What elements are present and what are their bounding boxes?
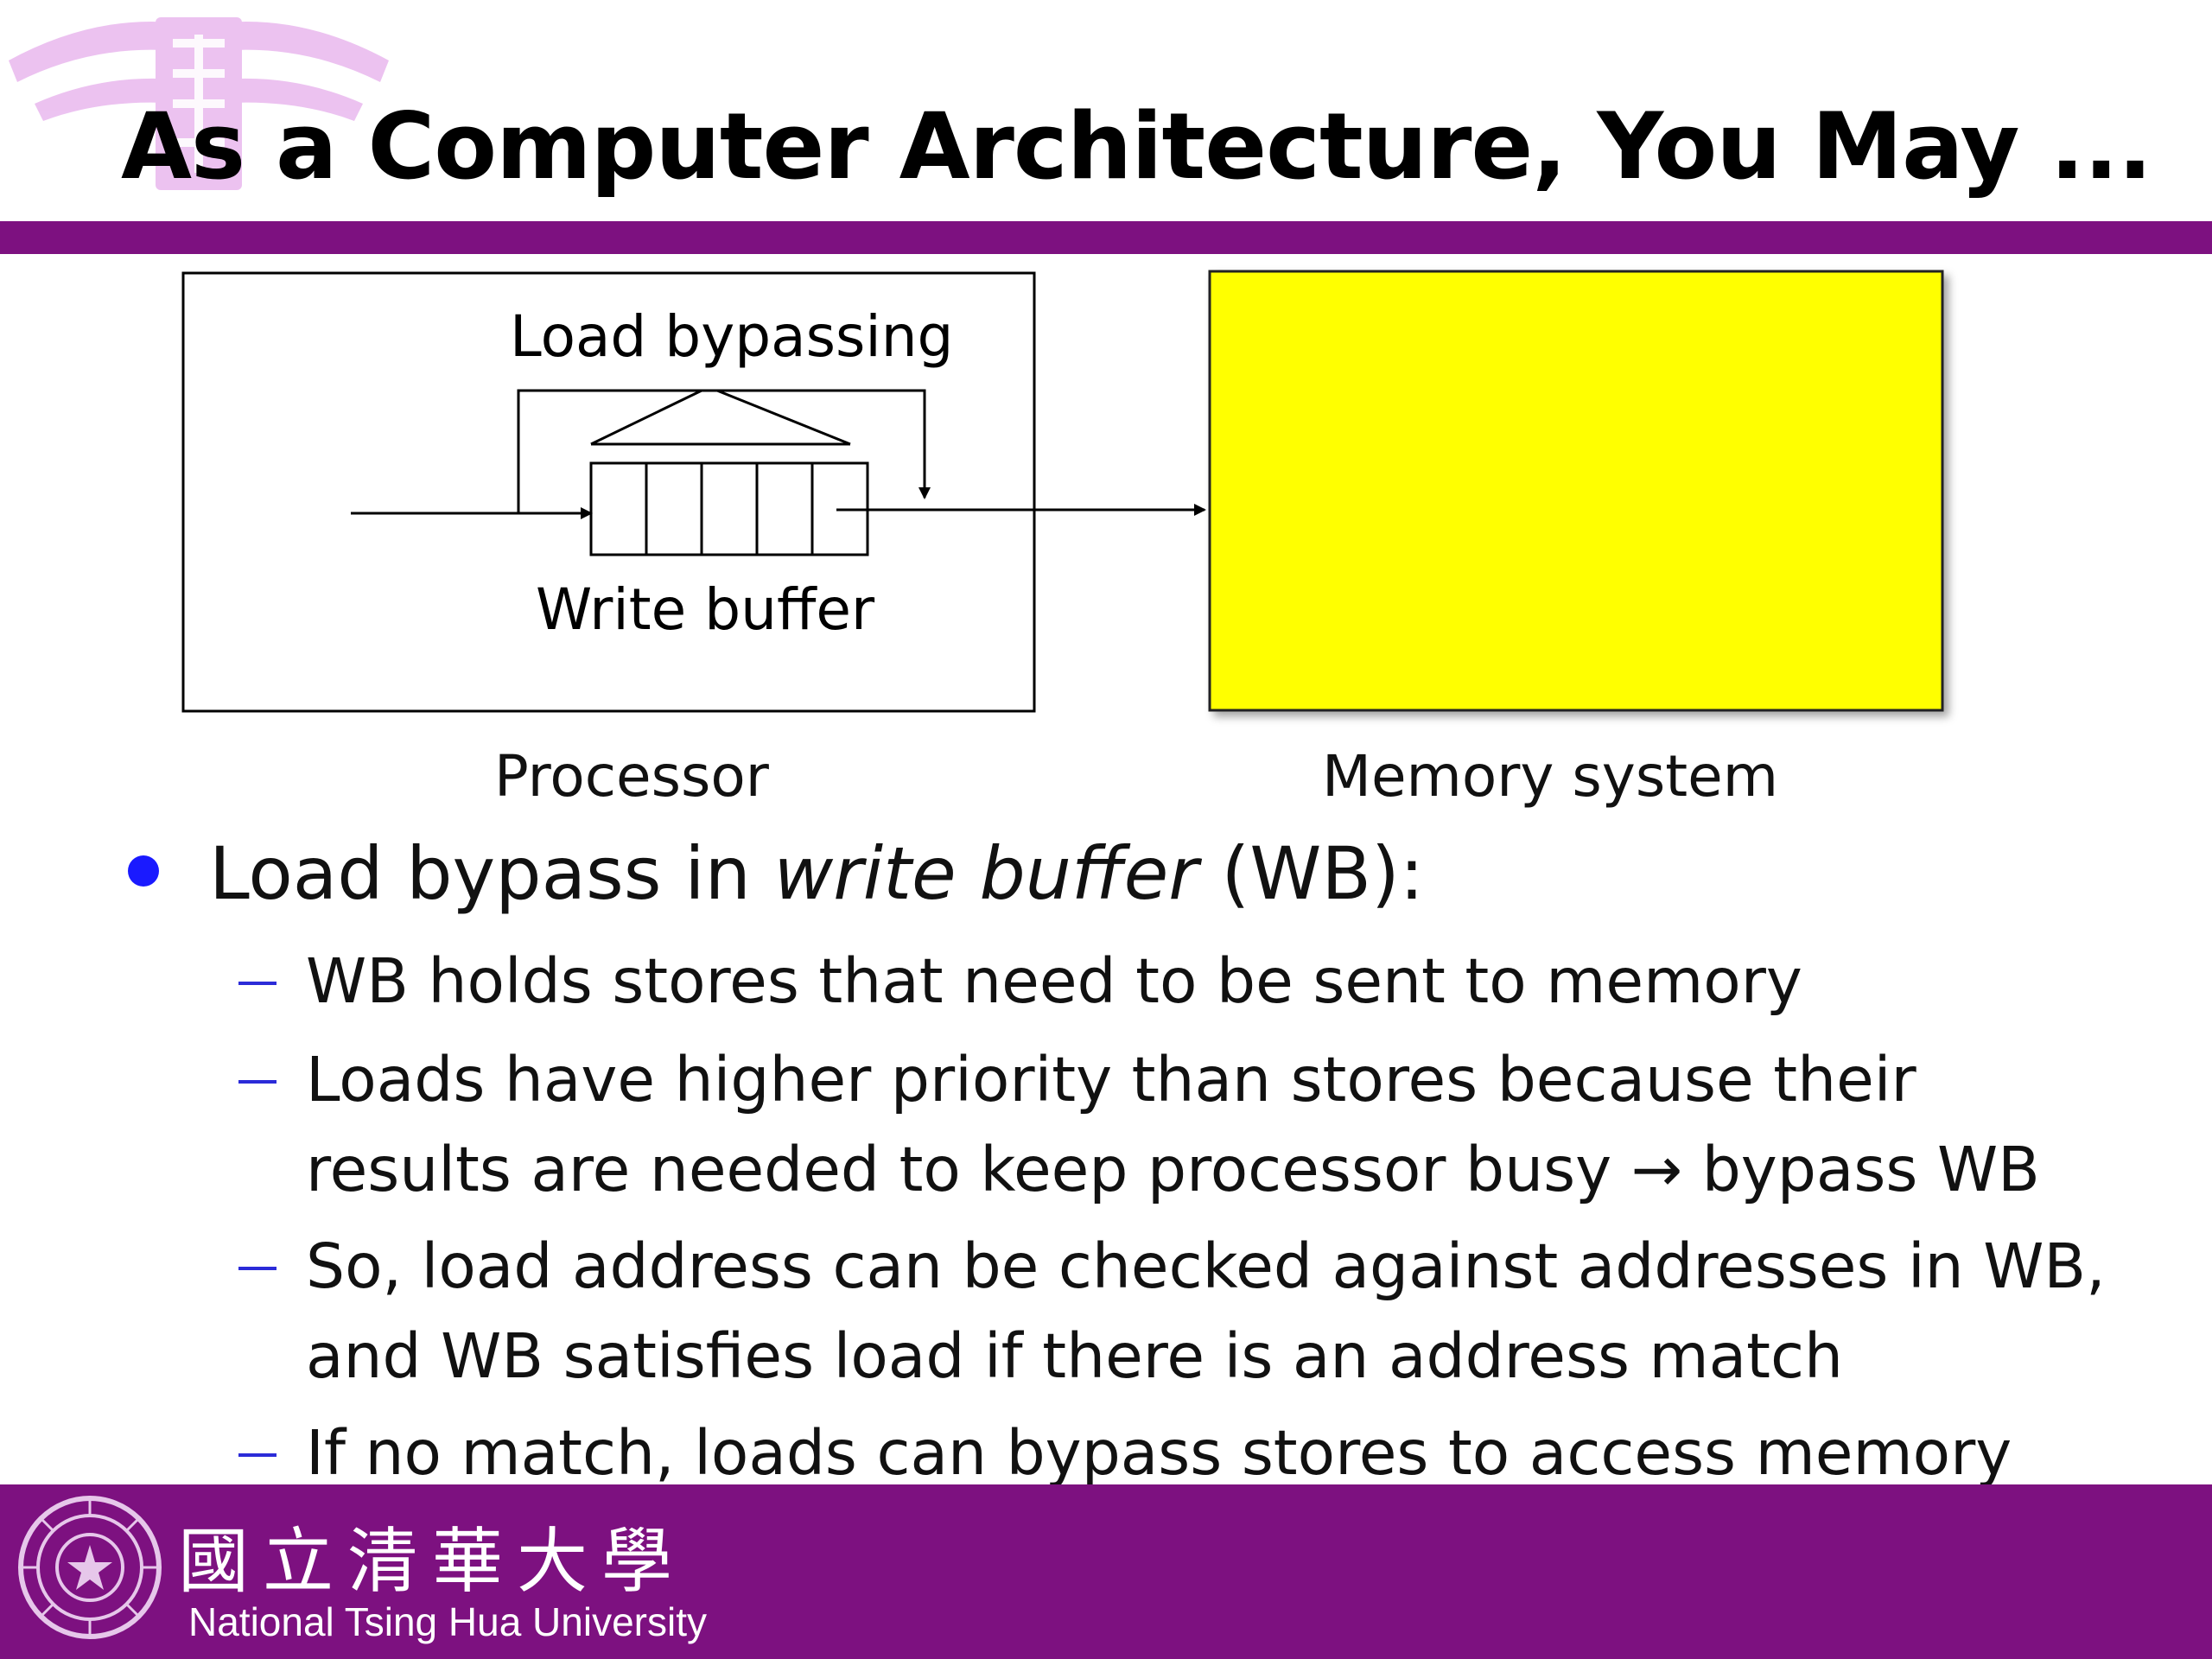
bullet-dot-icon — [128, 855, 159, 887]
write-buffer-label: Write buffer — [536, 576, 875, 643]
memory-system-box — [1208, 270, 1944, 712]
dash-icon — [238, 1267, 276, 1270]
university-name-english: National Tsing Hua University — [188, 1599, 707, 1644]
sub-bullet-line: results are needed to keep processor bus… — [306, 1134, 2040, 1205]
main-bullet-text: Load bypass in — [209, 831, 774, 916]
write-buffer-cells — [589, 461, 869, 556]
sub-bullet-2: Loads have higher priority than stores b… — [238, 1035, 2040, 1215]
sub-bullet-line: If no match, loads can bypass stores to … — [306, 1417, 2012, 1489]
main-bullet-suffix: (WB): — [1198, 831, 1425, 916]
sub-bullet-line: and WB satisfies load if there is an add… — [306, 1320, 1844, 1392]
sub-bullet-line: Loads have higher priority than stores b… — [306, 1044, 1916, 1116]
sub-bullet-line: WB holds stores that need to be sent to … — [306, 945, 1802, 1017]
slide-title: As a Computer Architecture, You May ... — [121, 93, 2152, 200]
dash-icon — [238, 982, 276, 985]
load-bypassing-label: Load bypassing — [510, 303, 953, 370]
university-logo-watermark-icon — [9, 17, 389, 190]
main-bullet: Load bypass in write buffer (WB): — [209, 831, 1424, 916]
write-buffer-diagram: Load bypassing Write buffer — [181, 270, 1944, 713]
main-bullet-italic: write buffer — [773, 831, 1198, 916]
dash-icon — [238, 1080, 276, 1084]
sub-bullet-4: If no match, loads can bypass stores to … — [238, 1408, 2012, 1498]
dash-icon — [238, 1453, 276, 1457]
bypass-path-arrow — [517, 389, 931, 513]
processor-caption: Processor — [494, 743, 769, 810]
sub-bullet-line: So, load address can be checked against … — [306, 1230, 2106, 1302]
university-seal-icon — [18, 1496, 162, 1639]
university-name-chinese: 國立清華大學 — [178, 1521, 687, 1603]
sub-bullet-1: WB holds stores that need to be sent to … — [238, 937, 1802, 1027]
footer-band — [0, 1484, 2212, 1659]
sub-bullet-3: So, load address can be checked against … — [238, 1222, 2106, 1402]
title-divider-band — [0, 221, 2212, 254]
memory-system-caption: Memory system — [1322, 743, 1778, 810]
load-bypassing-connector — [590, 389, 851, 446]
